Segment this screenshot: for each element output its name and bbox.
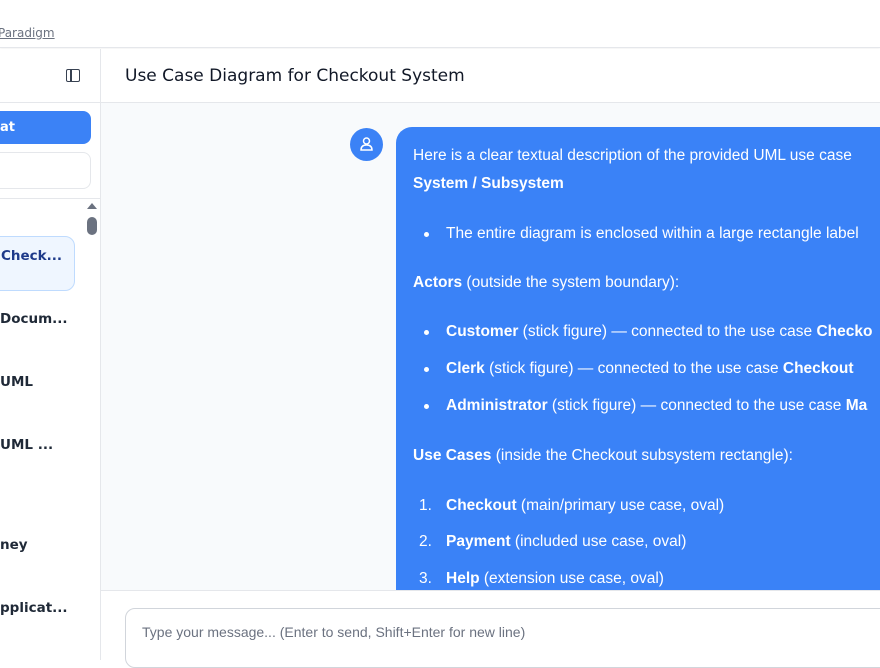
scroll-up-arrow[interactable] [87,203,97,209]
section-heading: Actors [413,274,463,291]
search-input[interactable] [0,152,91,189]
section-heading: Use Cases [413,447,492,464]
divider [0,102,100,103]
list-number: 2. [419,533,432,550]
new-chat-button[interactable]: hat [0,111,91,144]
scrollbar-thumb[interactable] [87,217,97,235]
chat-header: Use Case Diagram for Checkout System [101,49,880,103]
use-case-name: Payment [446,533,511,550]
message-bubble: Here is a clear textual description of t… [396,127,880,590]
message-text: (outside the system boundary): [462,274,680,291]
use-case-name: Checko [816,323,873,340]
input-bar: Type your message... (Enter to send, Shi… [101,590,880,668]
chat-list: Check... Docum... UML UML ... ney pplica… [0,199,86,660]
message-text: (extension use case, oval) [479,570,664,587]
use-case-name: Help [446,570,480,587]
message-text: (stick figure) — connected to the use ca… [484,360,783,377]
sidebar: hat Check... Docum... UML UML ... ney pp… [0,49,101,660]
top-bar: Paradigm [0,0,880,48]
bullet [424,367,429,372]
actor-name: Customer [446,323,519,340]
chat-item[interactable]: ney [0,537,28,553]
use-case-name: Ma [845,397,868,414]
message-text: The entire diagram is enclosed within a … [446,225,859,242]
message-text: (inside the Checkout subsystem rectangle… [491,447,793,464]
chat-item[interactable]: Check... [0,236,75,291]
actor-name: Administrator [446,397,548,414]
actor-name: Clerk [446,360,485,377]
bullet [424,232,429,237]
divider [0,198,100,199]
bullet [424,404,429,409]
message-text: Here is a clear textual description of t… [413,147,852,164]
sidebar-toggle-icon[interactable] [66,69,80,82]
message-area: Here is a clear textual description of t… [101,103,880,590]
chat-item[interactable]: Docum... [0,311,68,327]
page-title: Use Case Diagram for Checkout System [125,66,465,86]
message-text: (stick figure) — connected to the use ca… [547,397,846,414]
chat-item[interactable]: pplicat... [0,600,68,616]
chat-item[interactable]: UML ... [0,437,54,453]
user-icon [360,137,373,151]
chat-item[interactable]: UML [0,374,33,390]
use-case-name: Checkout [782,360,854,377]
paradigm-link[interactable]: Paradigm [0,26,55,40]
use-case-name: Checkout [446,497,517,514]
message-text: (stick figure) — connected to the use ca… [518,323,817,340]
section-heading: System / Subsystem [413,175,564,192]
bullet [424,330,429,335]
user-avatar [350,128,383,161]
list-number: 3. [419,570,432,587]
message-input[interactable]: Type your message... (Enter to send, Shi… [125,608,880,668]
list-number: 1. [419,497,432,514]
message-text: (main/primary use case, oval) [516,497,725,514]
message-text: (included use case, oval) [510,533,687,550]
